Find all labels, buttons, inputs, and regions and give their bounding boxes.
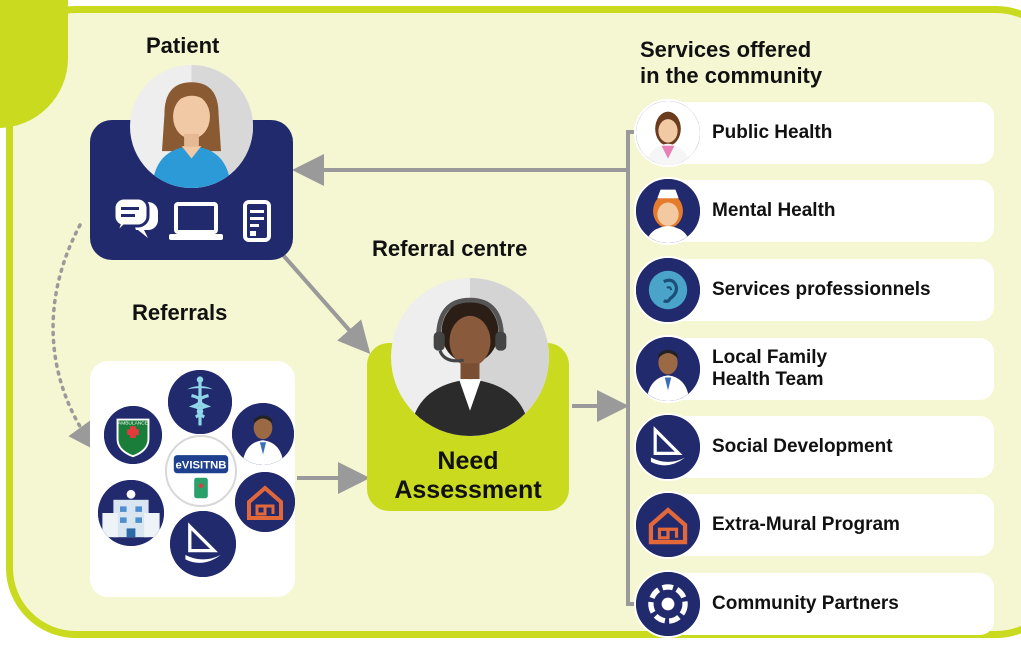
chat-icon bbox=[110, 196, 160, 247]
service-label: Local Family Health Team bbox=[712, 338, 827, 400]
ambulance-icon: AMBULANCE bbox=[104, 406, 162, 464]
agent-avatar bbox=[391, 278, 549, 436]
phone-icon bbox=[243, 200, 271, 247]
service-card-social-development: Social Development bbox=[634, 413, 994, 481]
service-label: Extra-Mural Program bbox=[712, 514, 900, 535]
services-title-line-2: in the community bbox=[640, 63, 823, 88]
patient-to-referrals-dotted-arrow bbox=[51, 223, 97, 451]
ambulance-logo-text: AMBULANCE bbox=[118, 420, 149, 426]
patient-title: Patient bbox=[146, 33, 220, 58]
nurse-cap-icon bbox=[634, 177, 702, 245]
services-title-line-1: Services offered bbox=[640, 37, 812, 62]
evisit-logo-icon: eVISITNB bbox=[165, 435, 237, 507]
service-label: Community Partners bbox=[712, 593, 899, 614]
need-assessment-line-1: Need bbox=[437, 447, 499, 475]
house-logo-icon bbox=[235, 472, 295, 532]
services-title: Services offered in the community bbox=[640, 37, 822, 89]
service-label: Social Development bbox=[712, 436, 893, 457]
hospital-icon bbox=[98, 480, 164, 546]
doctor-icon bbox=[634, 335, 702, 403]
evisit-logo-text: eVISITNB bbox=[176, 460, 227, 472]
service-card-mental-health: Mental Health bbox=[634, 177, 994, 245]
ship-logo-icon bbox=[634, 413, 702, 481]
referral-centre-title: Referral centre bbox=[372, 236, 528, 261]
service-label-line-1: Local Family bbox=[712, 347, 828, 368]
service-label: Mental Health bbox=[712, 200, 836, 221]
referrals-title: Referrals bbox=[132, 300, 228, 325]
service-card-community-partners: Community Partners bbox=[634, 570, 994, 638]
ship-logo-icon bbox=[170, 511, 236, 577]
need-assessment-line-2: Assessment bbox=[394, 476, 542, 504]
service-label: Services professionnels bbox=[712, 279, 931, 300]
need-assessment-label: Need Assessment bbox=[367, 447, 569, 505]
house-logo-icon bbox=[634, 491, 702, 559]
patient-avatar bbox=[130, 65, 253, 188]
laptop-icon bbox=[168, 202, 224, 247]
service-card-public-health: Public Health bbox=[634, 99, 994, 167]
service-label: Public Health bbox=[712, 122, 833, 143]
service-label-line-2: Health Team bbox=[712, 369, 824, 390]
doctor-icon bbox=[232, 403, 294, 465]
caduceus-icon bbox=[168, 370, 232, 434]
ear-icon bbox=[634, 256, 702, 324]
joined-hands-icon bbox=[634, 570, 702, 638]
nurse-icon bbox=[634, 99, 702, 167]
service-card-local-family-health-team: Local Family Health Team bbox=[634, 335, 994, 403]
service-card-services-professionnels: Services professionnels bbox=[634, 256, 994, 324]
patient-to-centre-arrow bbox=[281, 253, 371, 355]
service-card-extra-mural-program: Extra-Mural Program bbox=[634, 491, 994, 559]
